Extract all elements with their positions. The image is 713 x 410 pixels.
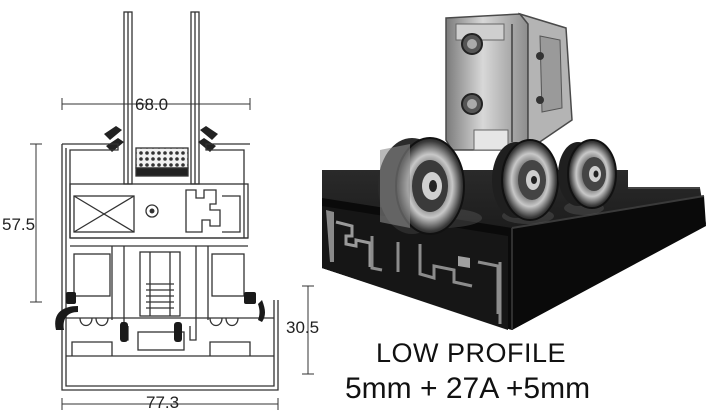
roller-track-photo [322,12,706,330]
roller-wheel-small [558,139,617,209]
dimension-width-bottom: 77.3 [146,393,179,410]
roller-wheel-large [378,137,465,235]
brush-seals [55,292,265,342]
roller-bracket [445,12,573,152]
dimension-height-right: 30.5 [286,318,319,337]
dimension-height-left: 57.5 [2,215,35,234]
profile-cross-section-drawing [30,11,314,410]
bolt-icon [461,33,483,55]
frame-outline [61,143,279,391]
caption-glass-spec: 5mm + 27A +5mm [345,372,591,405]
roller-wheel-middle [492,139,559,221]
dimension-width-top: 68.0 [135,95,168,114]
dimension-lines [30,98,314,410]
caption-low-profile: LOW PROFILE [376,338,567,368]
roller-wheels [378,137,617,235]
perforated-spacer [135,147,189,169]
glazing-seals [104,126,218,152]
bolt-icon [461,93,483,115]
